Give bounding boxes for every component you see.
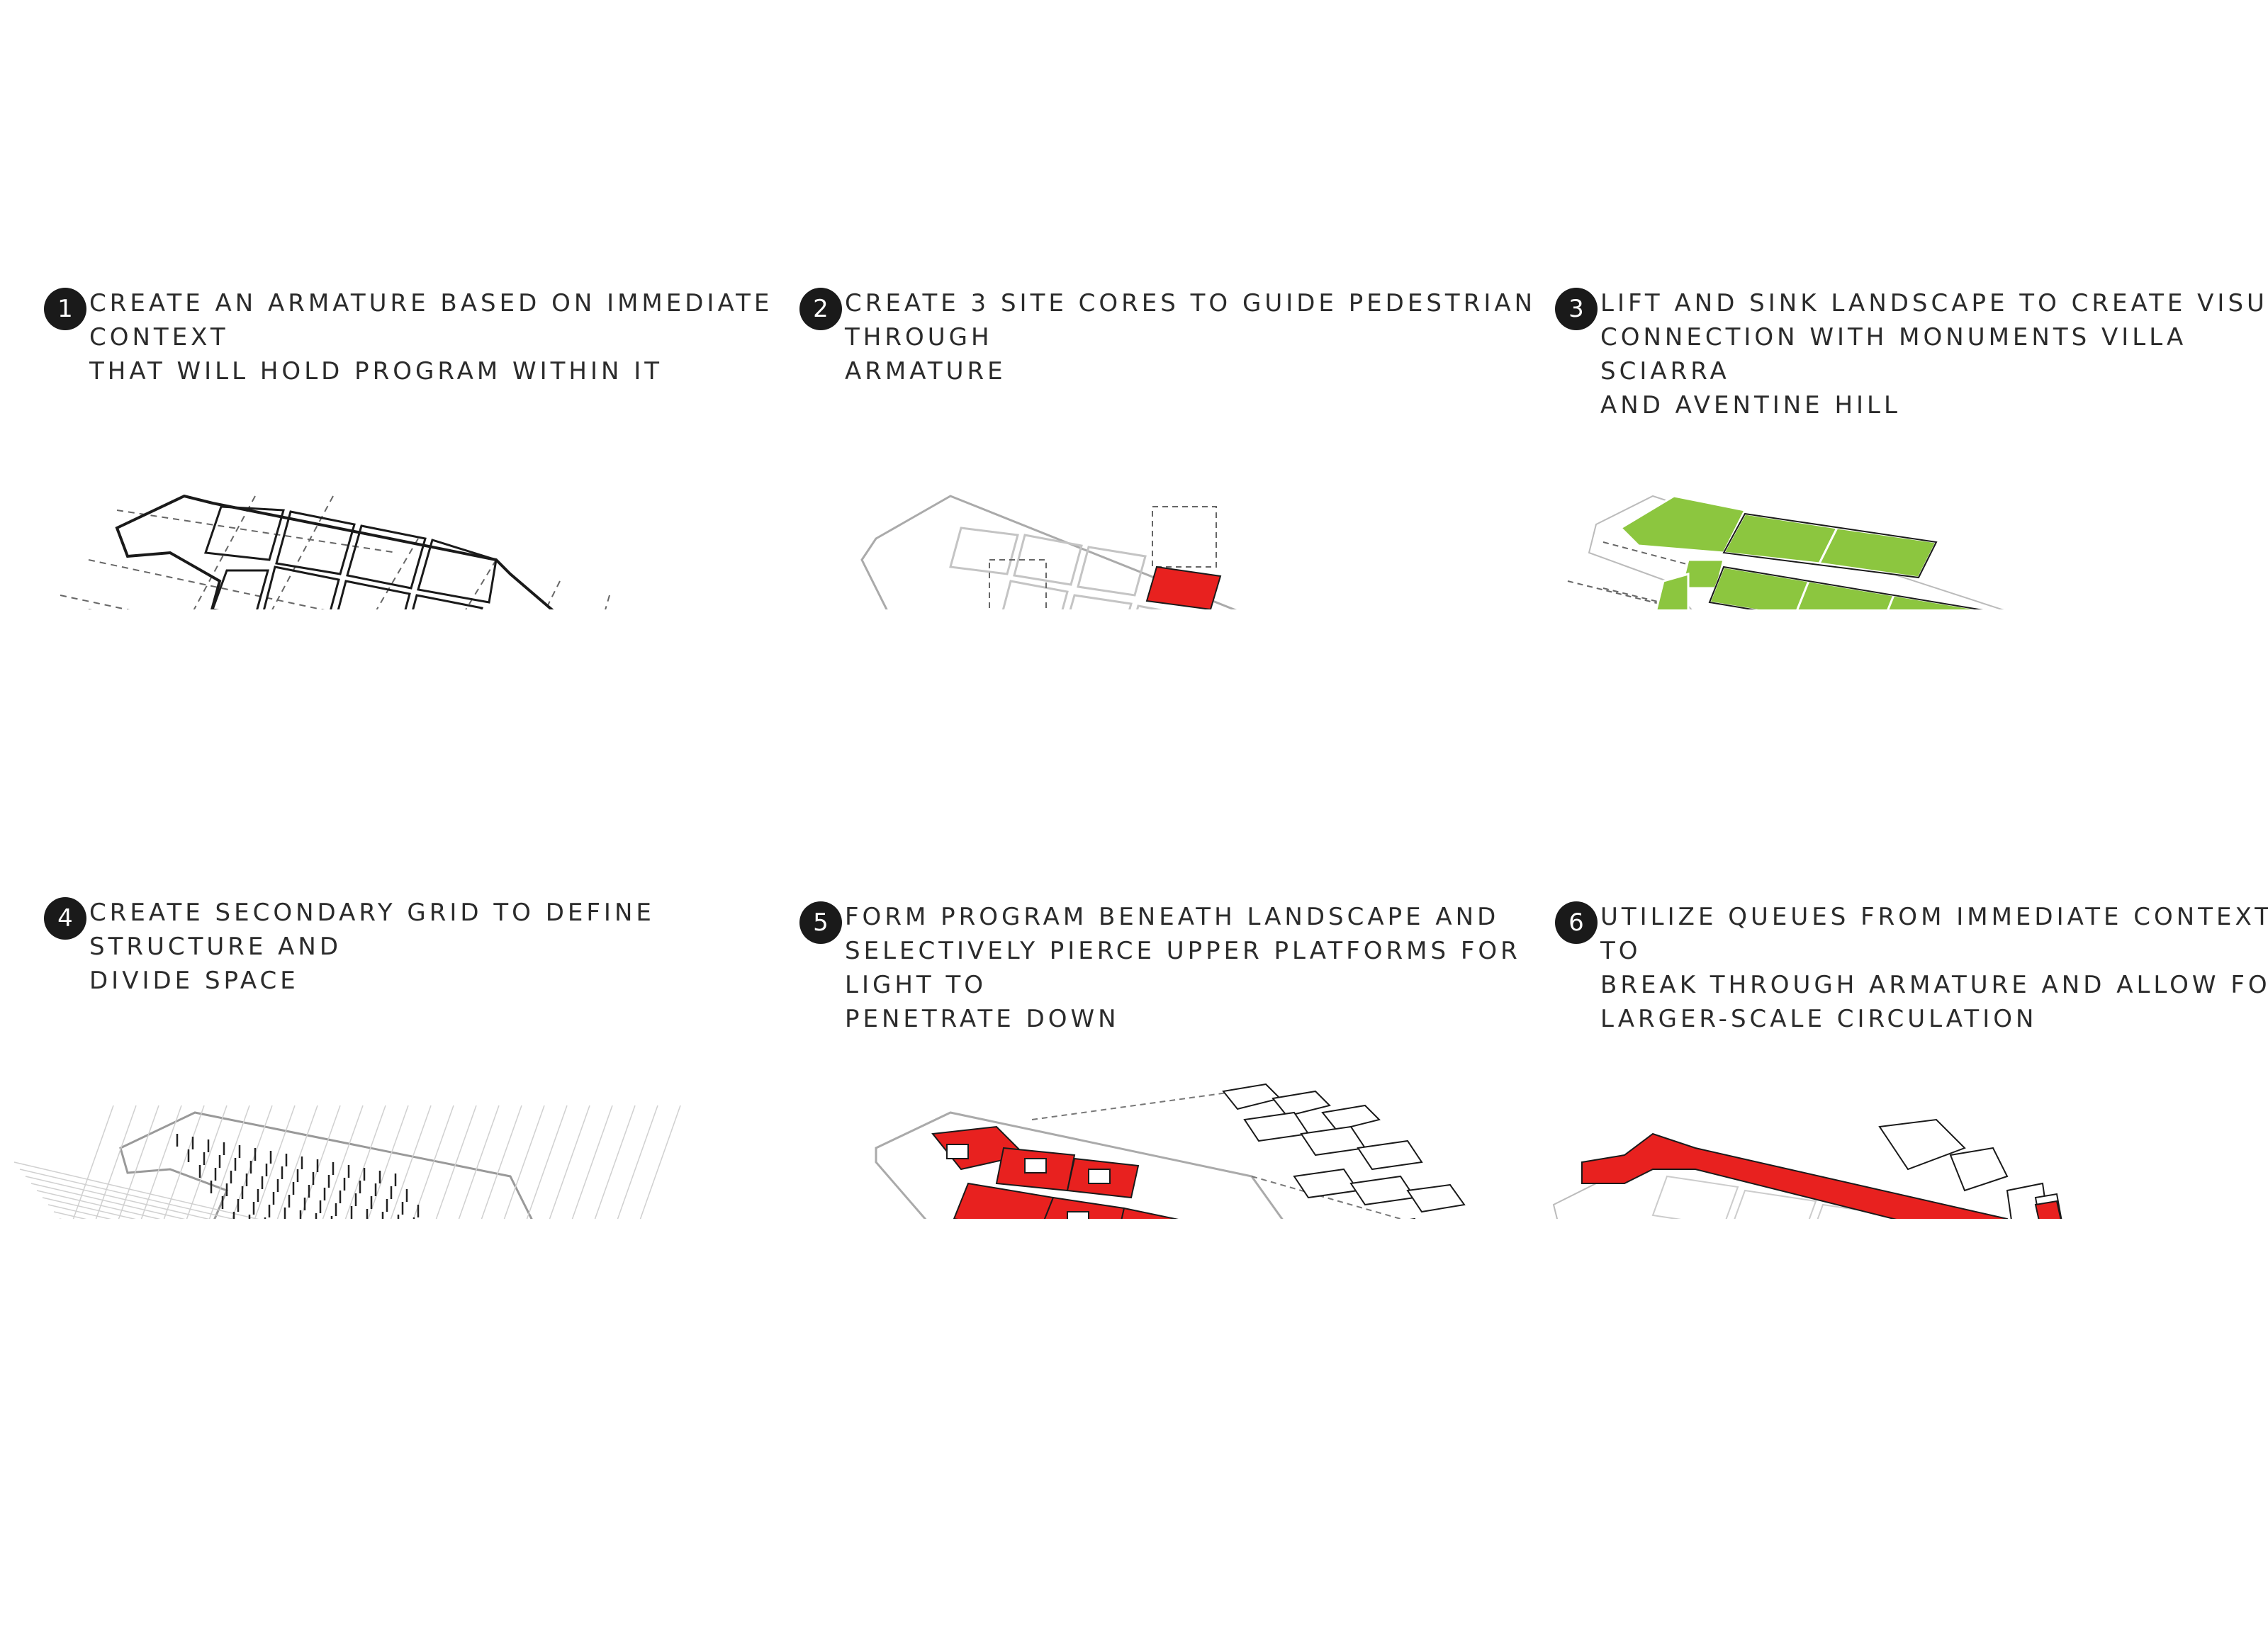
circulation-diagram xyxy=(1511,609,2267,1219)
grid-line xyxy=(48,1205,680,1219)
grid-line xyxy=(28,1105,113,1219)
secondary-grid-diagram xyxy=(0,609,756,1219)
exploded-program-blocks xyxy=(1223,1084,1478,1219)
armature-diagram xyxy=(0,0,756,609)
landscape-diagram xyxy=(1511,0,2267,609)
step-6-panel: 6 UTILIZE QUEUES FROM IMMEDIATE CONTEXT … xyxy=(1511,609,2267,1219)
grid-line xyxy=(37,1191,680,1219)
step-2-panel: 2 CREATE 3 SITE CORES TO GUIDE PEDESTRIA… xyxy=(756,0,1511,609)
step-5-panel: 5 FORM PROGRAM BENEATH LANDSCAPE AND SEL… xyxy=(756,609,1511,1219)
site-cores-diagram xyxy=(756,0,1511,609)
site-core-markers xyxy=(981,567,1365,609)
step-3-panel: 3 LIFT AND SINK LANDSCAPE TO CREATE VISU… xyxy=(1511,0,2267,609)
landscape-planes xyxy=(1621,496,2220,609)
armature-grid-cells xyxy=(206,507,610,609)
step-4-panel: 4 CREATE SECONDARY GRID TO DEFINE STRUCT… xyxy=(0,609,756,1219)
program-volumes xyxy=(933,1127,1308,1219)
step-1-panel: 1 CREATE AN ARMATURE BASED ON IMMEDIATE … xyxy=(0,0,756,609)
program-diagram xyxy=(756,609,1511,1219)
grid-line xyxy=(14,1162,680,1219)
